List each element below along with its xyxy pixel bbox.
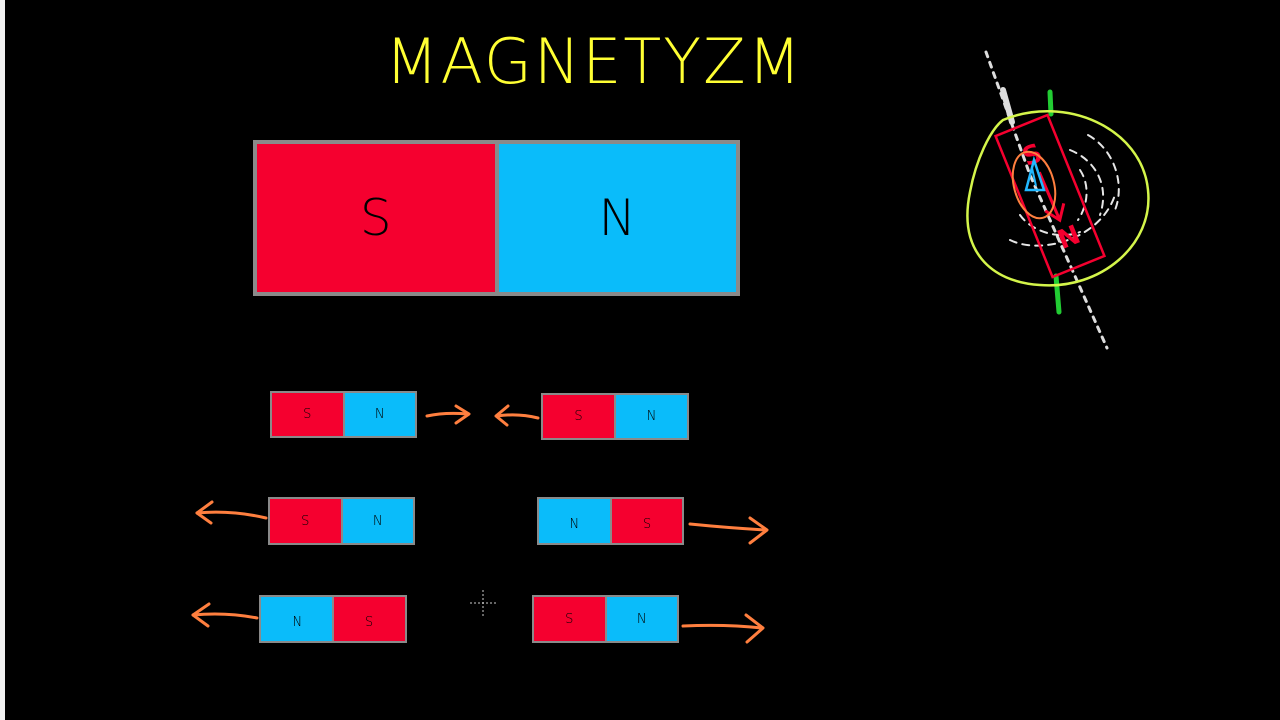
earth-magnet-sketch-icon: S N bbox=[966, 50, 1150, 350]
window-left-edge bbox=[0, 0, 5, 720]
pole-label: S bbox=[565, 611, 574, 627]
magnet-north-pole: N bbox=[539, 499, 610, 543]
pole-label: S bbox=[301, 513, 310, 529]
small-magnet-row2-left: S N bbox=[268, 497, 415, 545]
arrow-left-icon bbox=[191, 602, 259, 628]
magnet-south-pole: S bbox=[534, 597, 605, 641]
earth-north-label: N bbox=[1053, 220, 1084, 256]
arrow-right-icon bbox=[681, 613, 765, 644]
page-title: MAGNETYZM bbox=[385, 25, 804, 98]
big-magnet-south-label: S bbox=[359, 189, 392, 247]
big-magnet-north-pole: N bbox=[494, 144, 736, 292]
pole-label: S bbox=[303, 407, 312, 422]
small-magnet-row3-left: N S bbox=[259, 595, 407, 643]
arrow-left-icon bbox=[195, 500, 268, 525]
pole-label: N bbox=[646, 409, 657, 424]
magnet-north-pole: N bbox=[340, 499, 413, 543]
magnet-north-pole: N bbox=[614, 395, 687, 438]
magnet-south-pole: S bbox=[272, 393, 343, 436]
magnet-south-pole: S bbox=[609, 499, 682, 543]
big-bar-magnet: S N bbox=[253, 140, 740, 296]
big-magnet-south-pole: S bbox=[257, 144, 495, 292]
magnet-north-pole: N bbox=[261, 597, 332, 641]
pole-label: N bbox=[372, 513, 383, 529]
small-magnet-row2-right: N S bbox=[537, 497, 684, 545]
small-magnet-row3-right: S N bbox=[532, 595, 679, 643]
magnet-south-pole: S bbox=[543, 395, 614, 438]
magnet-south-pole: S bbox=[270, 499, 341, 543]
arrow-right-icon bbox=[425, 404, 471, 425]
small-magnet-row1-right: S N bbox=[541, 393, 689, 440]
magnet-north-pole: N bbox=[342, 393, 415, 436]
big-magnet-north-label: N bbox=[598, 189, 636, 247]
pole-label: N bbox=[374, 407, 385, 422]
arrow-right-icon bbox=[688, 516, 769, 545]
small-magnet-row1-left: S N bbox=[270, 391, 417, 438]
pole-label: N bbox=[636, 611, 647, 627]
magnet-north-pole: N bbox=[604, 597, 677, 641]
pole-label: S bbox=[574, 409, 583, 424]
arrow-left-icon bbox=[494, 404, 540, 427]
magnet-south-pole: S bbox=[332, 597, 405, 641]
cursor-crosshair-icon bbox=[470, 590, 496, 616]
